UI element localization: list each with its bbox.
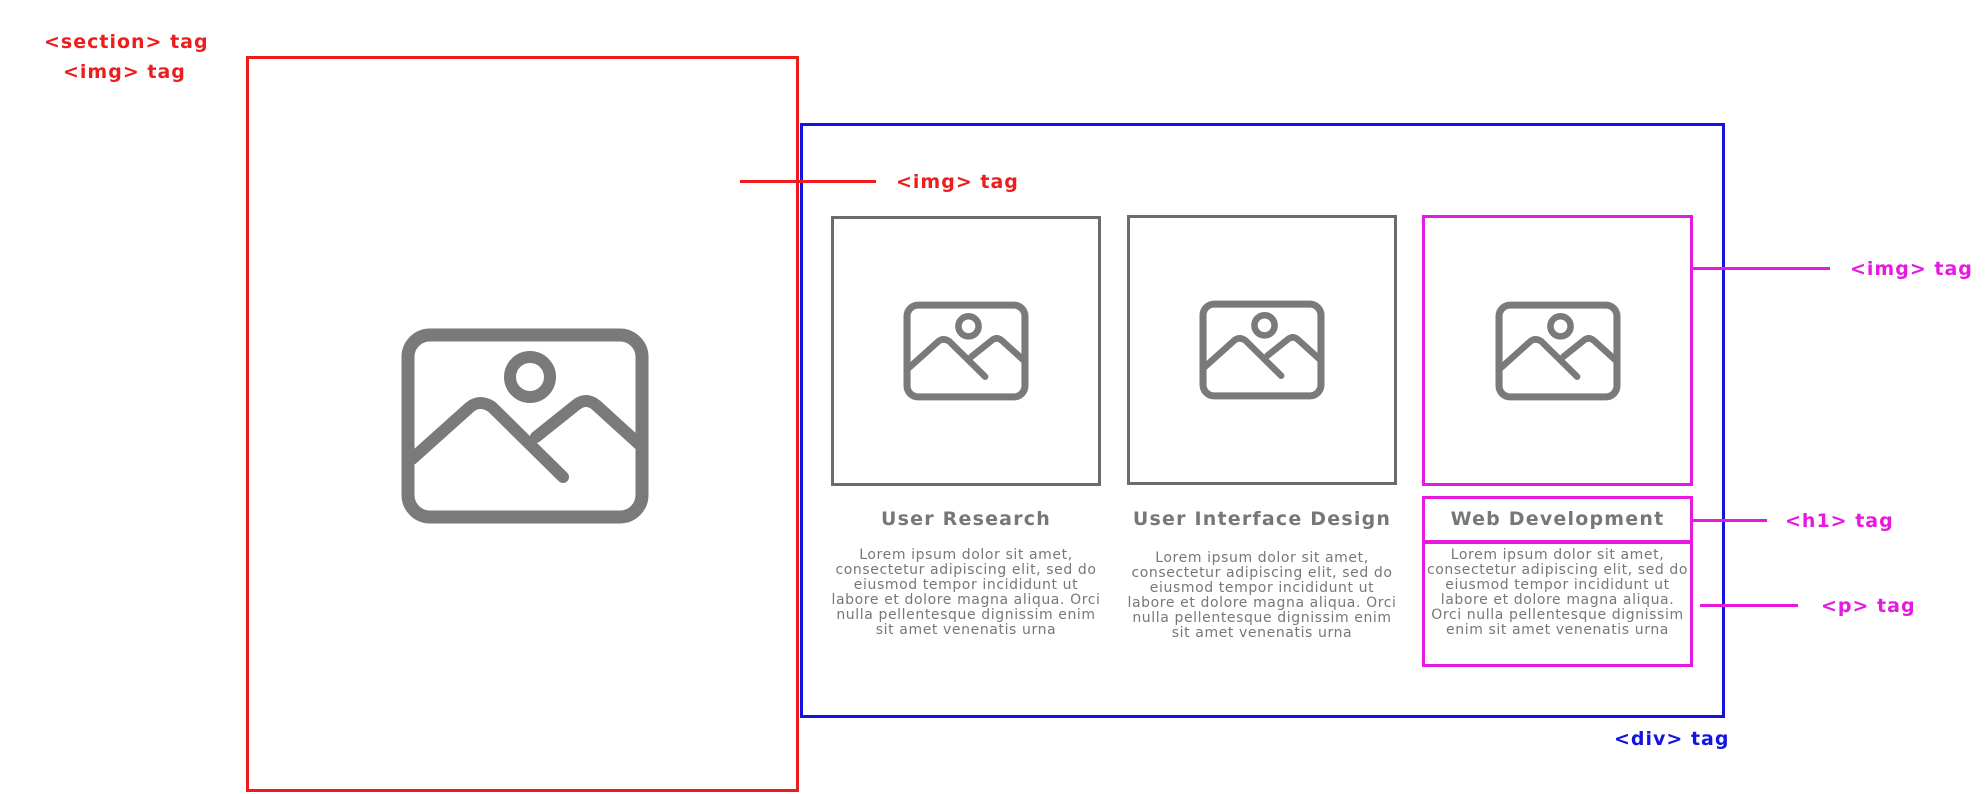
image-placeholder-icon (400, 327, 650, 525)
image-placeholder-icon (1495, 301, 1621, 401)
h1-tag-pointer-line (1693, 519, 1767, 522)
card-title: User Research (881, 508, 1051, 530)
card-description: Lorem ipsum dolor sit amet, consectetur … (1127, 550, 1397, 641)
card-description: Lorem ipsum dolor sit amet, consectetur … (831, 547, 1101, 638)
image-placeholder-icon (1199, 300, 1325, 400)
img-tag-pointer-line (740, 180, 876, 183)
card-title: User Interface Design (1132, 508, 1392, 530)
outer-img-tag-label: <img> tag (63, 61, 186, 83)
card-image-placeholder (1127, 215, 1397, 485)
h1-tag-label: <h1> tag (1785, 510, 1894, 532)
card-image-placeholder (831, 216, 1101, 486)
top-img-tag-label: <img> tag (896, 171, 1019, 193)
img-tag-pointer-line (1693, 267, 1830, 270)
section-tag-label: <section> tag (44, 31, 209, 53)
image-placeholder-icon (903, 301, 1029, 401)
p-highlight-box (1422, 541, 1693, 667)
div-tag-label: <div> tag (1614, 728, 1730, 750)
card-image-highlight (1422, 215, 1693, 486)
card-description: Lorem ipsum dolor sit amet, consectetur … (1426, 547, 1689, 638)
right-img-tag-label: <img> tag (1850, 258, 1973, 280)
p-tag-label: <p> tag (1821, 595, 1916, 617)
section-outline (246, 56, 799, 792)
p-tag-pointer-line (1700, 604, 1798, 607)
div-outline (800, 123, 1725, 718)
card-title: Web Development (1450, 508, 1665, 530)
